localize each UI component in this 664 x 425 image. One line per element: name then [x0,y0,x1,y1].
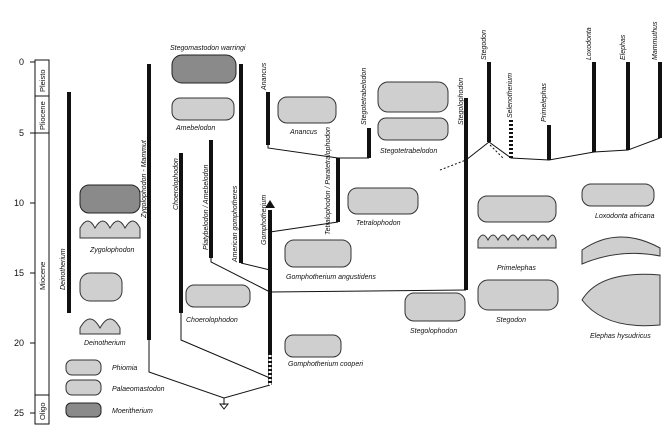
label-tetralophodon: Tetralophodon / Paratetralophodon [325,127,332,235]
label-elephas-hysudricus: Elephas hysudricus [590,333,651,340]
tooth-image-phiomia [66,360,101,375]
tooth-image-deinotherium-1 [80,273,122,301]
tick-25: 25 [14,408,24,418]
epoch-oligo: Oligo [38,402,47,420]
label-moeritherium: Moeritherium [112,408,153,415]
label-stegotetrabelodon-specimen: Stegotetrabelodon [380,148,437,155]
tooth-image-elephas-1 [582,237,660,264]
label-choerolophodon-specimen: Choerolophodon [186,317,238,324]
tooth-image-loxodonta [582,184,654,206]
label-deinotherium: Deinotherium [60,248,67,290]
label-phiomia: Phiomia [112,365,137,372]
label-selenotherium: Selenotherium [507,73,514,118]
tooth-image-stegolophodon [405,293,465,321]
label-choerolophodon: Choerolophodon [173,158,180,210]
tooth-image-tetralophodon [348,188,418,214]
tooth-image-gomphotherium-angustidens [285,240,351,267]
epoch-pleisto: Pleisto [38,69,47,92]
label-primelephas-specimen: Primelephas [497,265,536,272]
label-gomphotherium-angustidens: Gomphotherium angustidens [286,274,376,281]
label-primelephas: Primelephas [541,83,548,122]
connectors [149,138,660,409]
tooth-image-zygolophodon-2 [80,221,140,238]
tick-10: 10 [14,198,24,208]
tooth-image-stegomastodon [172,55,236,83]
tick-20: 20 [14,338,24,348]
label-anancus: Anancus [261,62,268,91]
tick-15: 15 [14,268,24,278]
label-stegodon-specimen: Stegodon [496,317,526,324]
label-loxodonta-africana: Loxodonta africana [595,213,655,220]
label-loxodonta: Loxodonta [586,27,593,60]
epoch-miocene: Miocene [38,262,47,290]
tooth-image-stegodon [478,280,558,310]
label-zygolophodon: Zygolophodon [89,247,134,254]
tooth-image-amebelodon [172,98,234,120]
label-stegodon-lineage: Stegodon [481,30,488,60]
tick-0: 0 [19,57,24,67]
tooth-image-zygolophodon-1 [80,185,140,213]
tooth-image-gomphotherium-cooperi [285,335,341,357]
specimen-labels: Zygolophodon Deinotherium Phiomia Palaeo… [84,45,655,415]
tooth-image-choerolophodon [186,285,250,307]
label-mammut: Zygolophodon - Mammut [141,139,148,219]
tooth-image-stegotetrabelodon-1 [378,82,448,112]
label-stegotetrabelodon: Stegotetrabelodon [361,68,368,125]
label-deinotherium-specimen: Deinotherium [84,340,126,347]
tooth-image-primelephas-2 [478,235,556,248]
label-tetralophodon: Tetralophodon [356,220,401,227]
label-american-gomphotheres: American gomphotheres [232,185,239,263]
time-axis: 0 5 10 15 20 25 Pleisto Pliocene Miocene… [14,57,49,424]
epoch-pliocene: Pliocene [38,101,47,130]
tooth-image-anancus [278,97,336,123]
label-palaeomastodon: Palaeomastodon [112,386,165,393]
label-anancus-specimen: Anancus [289,129,318,136]
label-stegolophodon-specimen: Stegolophodon [410,328,457,335]
label-elephas: Elephas [620,34,627,60]
label-stegolophodon: Stegolophodon [458,78,465,125]
tooth-image-palaeomastodon [66,380,101,395]
label-platybelodon: Platybelodon / Amebelodon [203,165,210,250]
label-gomphotherium-cooperi: Gomphotherium cooperi [288,361,364,368]
tooth-image-primelephas-1 [478,196,556,222]
tooth-image-stegotetrabelodon-2 [378,118,448,140]
label-gomphotherium: Gomphotherium [261,195,268,245]
tooth-image-deinotherium-2 [80,319,120,334]
label-mammuthus: Mammuthus [652,21,659,60]
label-stegomastodon: Stegomastodon warringi [170,45,246,52]
label-amebelodon: Amebelodon [175,125,215,132]
tooth-image-elephas-2 [582,274,660,325]
tick-5: 5 [19,128,24,138]
tooth-image-moeritherium [66,403,101,417]
